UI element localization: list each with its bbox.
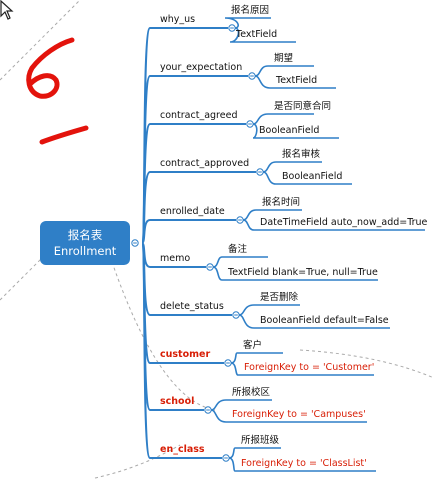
field-desc-memo: 备注 [228,244,248,255]
field-name-delete_status: delete_status [160,301,224,312]
root-subtitle: Enrollment [53,244,117,258]
field-type-enrolled_date: DateTimeField auto_now_add=True [260,217,428,228]
field-type-contract_approved: BooleanField [282,171,343,182]
field-type-delete_status: BooleanField default=False [260,315,389,326]
red-scribble-dash [39,125,89,145]
field-type-en_class: ForeignKey to = 'ClassList' [241,458,367,469]
field-type-memo: TextField blank=True, null=True [228,267,378,278]
field-type-contract_agreed: BooleanField [259,125,320,136]
root-title: 报名表 [67,228,103,242]
field-desc-contract_agreed: 是否同意合同 [274,101,332,112]
field-desc-your_expectation: 期望 [274,53,294,64]
red-scribble-six [26,37,75,99]
field-type-your_expectation: TextField [276,75,318,86]
field-desc-contract_approved: 报名审核 [282,149,321,160]
branch-en_class [141,242,222,459]
field-desc-customer: 客户 [243,340,263,351]
child-branch-desc-contract_agreed [252,113,314,125]
child-branch-type-en_class [228,457,376,472]
field-desc-enrolled_date: 报名时间 [262,197,301,208]
child-branch-type-contract_approved [262,171,352,185]
field-type-customer: ForeignKey to = 'Customer' [244,362,375,373]
field-desc-en_class: 所报班级 [241,435,280,446]
field-name-enrolled_date: enrolled_date [160,206,225,217]
field-name-contract_approved: contract_approved [160,158,250,169]
child-branch-desc-memo [212,256,268,268]
field-name-your_expectation: your_expectation [160,62,243,73]
field-desc-delete_status: 是否删除 [260,292,299,303]
field-type-why_us: TextField [236,29,278,40]
field-name-why_us: why_us [160,14,196,25]
field-name-contract_agreed: contract_agreed [160,110,238,121]
child-branch-desc-en_class [228,447,281,459]
child-branch-type-your_expectation [254,75,336,89]
child-branch-type-memo [212,266,378,281]
branch-enrolled_date [141,219,236,244]
field-name-memo: memo [160,253,191,264]
field-name-customer: customer [160,349,211,360]
child-branch-type-contract_agreed [252,123,339,139]
child-branch-desc-delete_status [238,304,300,316]
root-node[interactable]: 报名表 Enrollment [40,221,130,265]
child-branch-type-why_us [229,27,296,43]
mouse-cursor-icon [0,0,14,20]
field-name-en_class: en_class [160,444,205,455]
child-branch-type-enrolled_date [242,219,425,231]
field-desc-school: 所报校区 [232,387,271,398]
field-name-school: school [160,396,195,407]
dashed-guide-right [299,349,434,379]
child-branch-type-school [210,409,367,423]
branch-school [141,242,204,411]
field-type-school: ForeignKey to = 'Campuses' [232,409,366,420]
dashed-guide-left [0,257,43,301]
dashed-guide-top [0,0,81,81]
child-branch-type-delete_status [238,314,390,329]
field-desc-why_us: 报名原因 [231,5,270,16]
child-branch-type-customer [230,362,374,376]
dashed-guide-mid-left [111,261,216,411]
branch-contract_agreed [141,123,246,244]
